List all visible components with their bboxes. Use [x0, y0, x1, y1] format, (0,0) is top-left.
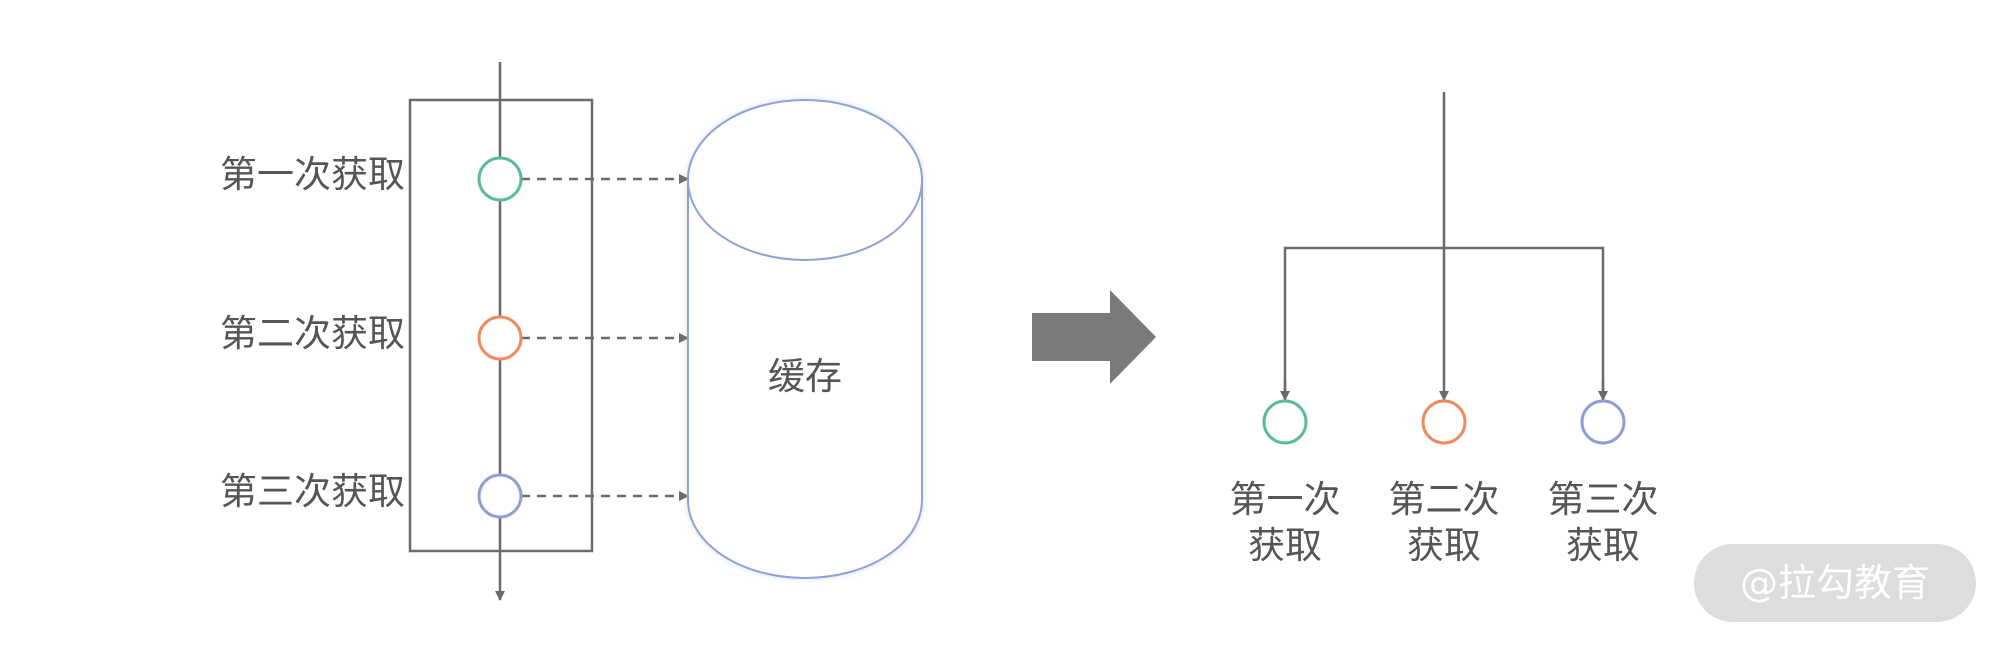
result-node-third — [1580, 399, 1626, 445]
result-label-third-line1: 第三次 — [1547, 478, 1659, 521]
result-node-second — [1421, 399, 1467, 445]
watermark-badge: @拉勾教育 — [1694, 544, 1976, 622]
fetch-label-first: 第一次获取 — [220, 153, 405, 196]
result-node-first — [1262, 399, 1308, 445]
result-label-first-line2: 获取 — [1248, 524, 1322, 567]
fetch-label-second: 第二次获取 — [220, 312, 405, 355]
result-label-second-line1: 第二次 — [1388, 478, 1500, 521]
cache-cylinder — [687, 99, 923, 579]
fetch-node-second — [477, 315, 523, 361]
fetch-node-third — [477, 473, 523, 519]
result-label-first-line1: 第一次 — [1229, 478, 1341, 521]
result-label-third-line2: 获取 — [1566, 524, 1640, 567]
fetch-node-first — [477, 156, 523, 202]
fetch-label-third: 第三次获取 — [220, 470, 405, 513]
result-label-second: 第二次 获取 — [1379, 477, 1509, 569]
result-label-third: 第三次 获取 — [1538, 477, 1668, 569]
result-label-first: 第一次 获取 — [1220, 477, 1350, 569]
cache-label: 缓存 — [768, 355, 842, 398]
result-label-second-line2: 获取 — [1407, 524, 1481, 567]
fanout-tree — [1280, 92, 1608, 401]
transform-arrow — [1032, 290, 1156, 384]
